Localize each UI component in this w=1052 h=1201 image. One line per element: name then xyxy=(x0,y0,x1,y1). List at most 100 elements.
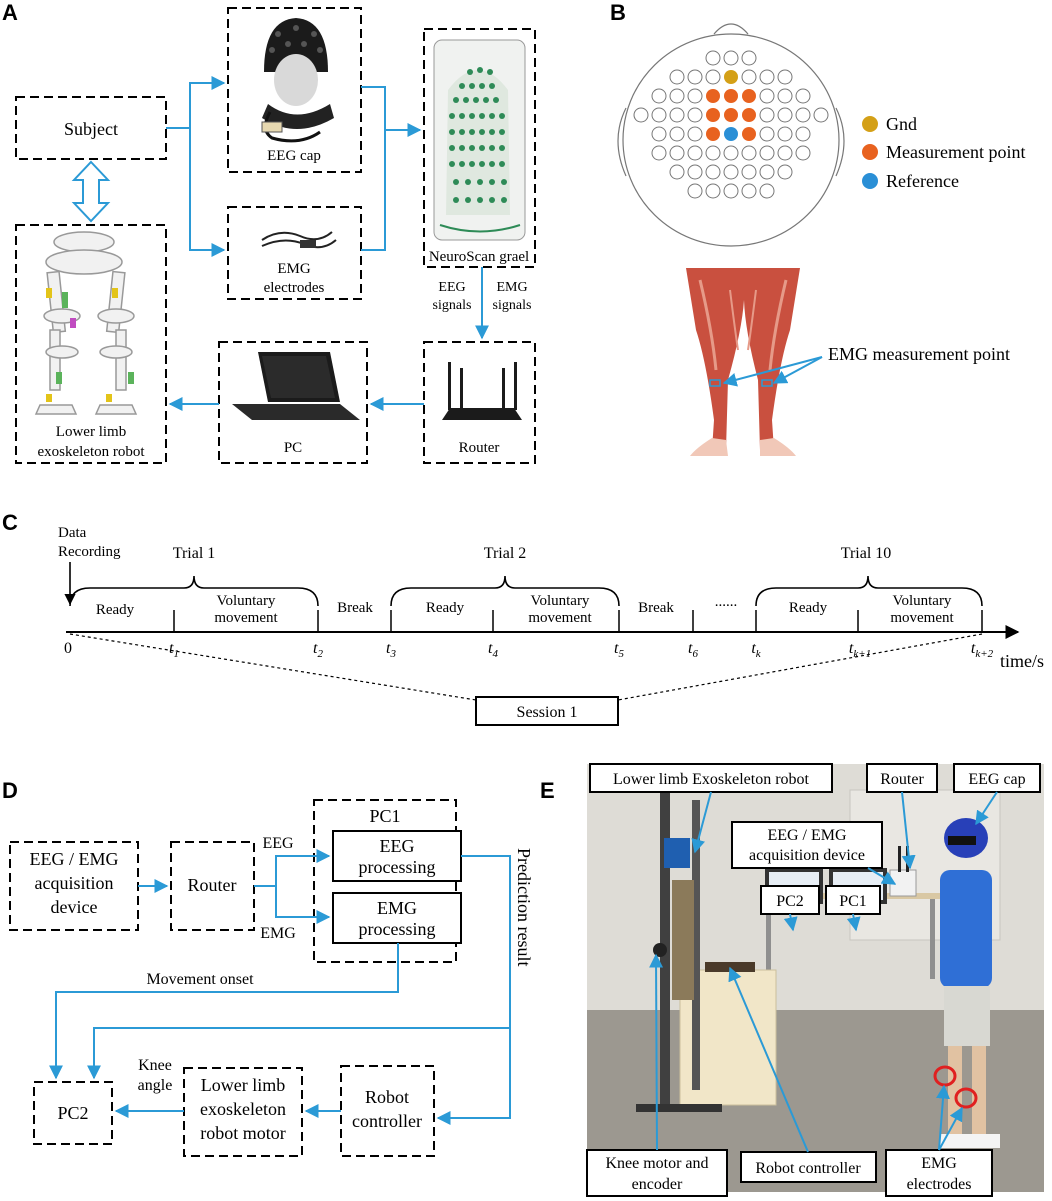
electrode xyxy=(705,50,721,66)
emg-proc-label-1: EMG xyxy=(377,898,417,918)
router-label: Router xyxy=(459,440,500,456)
acq-device-box xyxy=(9,841,139,931)
callout-acq-label-2: acquisition device xyxy=(749,847,865,864)
acq-label-2: acquisition xyxy=(35,873,114,893)
electrode-grid xyxy=(633,50,829,199)
callout-ctrl-label: Robot controller xyxy=(755,1160,861,1177)
electrode xyxy=(651,88,667,104)
electrode xyxy=(795,126,811,142)
electrode xyxy=(705,69,721,85)
arrow-subject-to-emg xyxy=(189,128,226,257)
callout-robot-arrow xyxy=(691,791,712,854)
electrode xyxy=(687,126,703,142)
arrow-prediction-to-controller xyxy=(436,855,511,1125)
motor-label-2: exoskeleton xyxy=(200,1099,286,1119)
electrode xyxy=(777,126,793,142)
tick-tk1: tk+1 xyxy=(849,640,871,660)
electrode xyxy=(759,88,775,104)
callout-robot-label: Lower limb Exoskeleton robot xyxy=(613,771,810,788)
electrode xyxy=(777,164,793,180)
laptop-image xyxy=(232,352,360,420)
arrow-subject-to-cap xyxy=(166,76,226,129)
eeg-signals-label-2: signals xyxy=(433,298,472,313)
knee-angle-label-2: angle xyxy=(138,1077,173,1094)
exoskeleton-image xyxy=(34,231,138,415)
ctrl-label-1: Robot xyxy=(365,1087,409,1107)
voluntary-label-3b: movement xyxy=(890,610,954,626)
callout-pc1-arrow xyxy=(846,913,861,932)
electrode xyxy=(669,107,685,123)
arrow-onset-to-pc2 xyxy=(49,943,399,1080)
electrode xyxy=(687,88,703,104)
eeg-cap-label: EEG cap xyxy=(267,148,321,164)
ellipsis-label: ...... xyxy=(715,594,738,610)
neuroscan-label: NeuroScan grael xyxy=(429,249,529,265)
data-recording-label-2: Recording xyxy=(58,544,121,560)
acq-label-3: device xyxy=(51,897,98,917)
emg-signals-label-2: signals xyxy=(493,298,532,313)
motor-label-3: robot motor xyxy=(200,1123,286,1143)
electrode xyxy=(651,145,667,161)
electrode xyxy=(795,107,811,123)
electrode xyxy=(759,69,775,85)
electrode xyxy=(669,164,685,180)
electrode xyxy=(759,164,775,180)
tick-t6: t6 xyxy=(688,640,698,660)
electrode xyxy=(741,183,757,199)
electrode-meas xyxy=(742,127,756,141)
trial2-label: Trial 2 xyxy=(484,545,527,562)
electrode xyxy=(705,183,721,199)
double-arrow-subject-robot xyxy=(71,160,111,223)
electrode xyxy=(777,88,793,104)
arrow-emg-to-neuroscan xyxy=(361,130,386,251)
tick-t5: t5 xyxy=(614,640,624,660)
emg-point-arrow-right xyxy=(772,356,823,384)
electrode xyxy=(669,88,685,104)
electrode xyxy=(687,69,703,85)
electrode xyxy=(813,107,829,123)
electrode-meas xyxy=(724,108,738,122)
electrode xyxy=(687,145,703,161)
electrode xyxy=(633,107,649,123)
session-left-dotted xyxy=(69,633,477,701)
callout-emg-label-2: electrodes xyxy=(907,1176,972,1193)
callout-pc1-box xyxy=(825,885,881,915)
axis-label: time/s xyxy=(1000,651,1044,671)
voluntary-label-1b: movement xyxy=(214,610,278,626)
panel-label-e: E xyxy=(540,778,555,803)
arrow-cap-to-neuroscan xyxy=(361,86,422,137)
voluntary-label-1a: Voluntary xyxy=(217,593,276,609)
callout-knee-box xyxy=(586,1149,728,1197)
callout-acq-box xyxy=(731,821,883,869)
emg-proc-label-2: processing xyxy=(359,919,436,939)
emg-point-arrow-left xyxy=(722,356,823,387)
arrow-router-to-eeg xyxy=(254,849,331,887)
callout-knee-label-2: encoder xyxy=(632,1176,683,1193)
callout-router-label: Router xyxy=(880,771,924,788)
callout-router-arrow xyxy=(901,791,916,870)
tick-tk: tk xyxy=(751,640,761,660)
electrode xyxy=(687,183,703,199)
session-label: Session 1 xyxy=(517,704,578,721)
legend-reference-dot xyxy=(862,173,878,189)
electrode xyxy=(777,107,793,123)
electrode xyxy=(705,164,721,180)
electrode-ref xyxy=(724,127,738,141)
legend: Gnd Measurement point Reference xyxy=(862,114,1025,191)
panel-b: Gnd Measurement point Reference EMG meas… xyxy=(617,23,1025,456)
panel-e: Lower limb Exoskeleton robot Router EEG … xyxy=(586,763,1044,1197)
robot-controller-box xyxy=(340,1065,435,1157)
trial10-brace xyxy=(755,575,983,607)
d-router-box xyxy=(170,841,255,931)
robot-label-1: Lower limb xyxy=(56,424,126,440)
electrode xyxy=(795,88,811,104)
eeg-signals-label-1: EEG xyxy=(438,280,465,295)
router-image xyxy=(442,362,522,420)
electrode xyxy=(723,145,739,161)
electrode xyxy=(741,50,757,66)
callout-acq-label-1: EEG / EMG xyxy=(767,827,847,844)
electrode xyxy=(741,164,757,180)
callout-eegcap-label: EEG cap xyxy=(968,771,1025,788)
emg-electrodes-box xyxy=(227,206,362,300)
